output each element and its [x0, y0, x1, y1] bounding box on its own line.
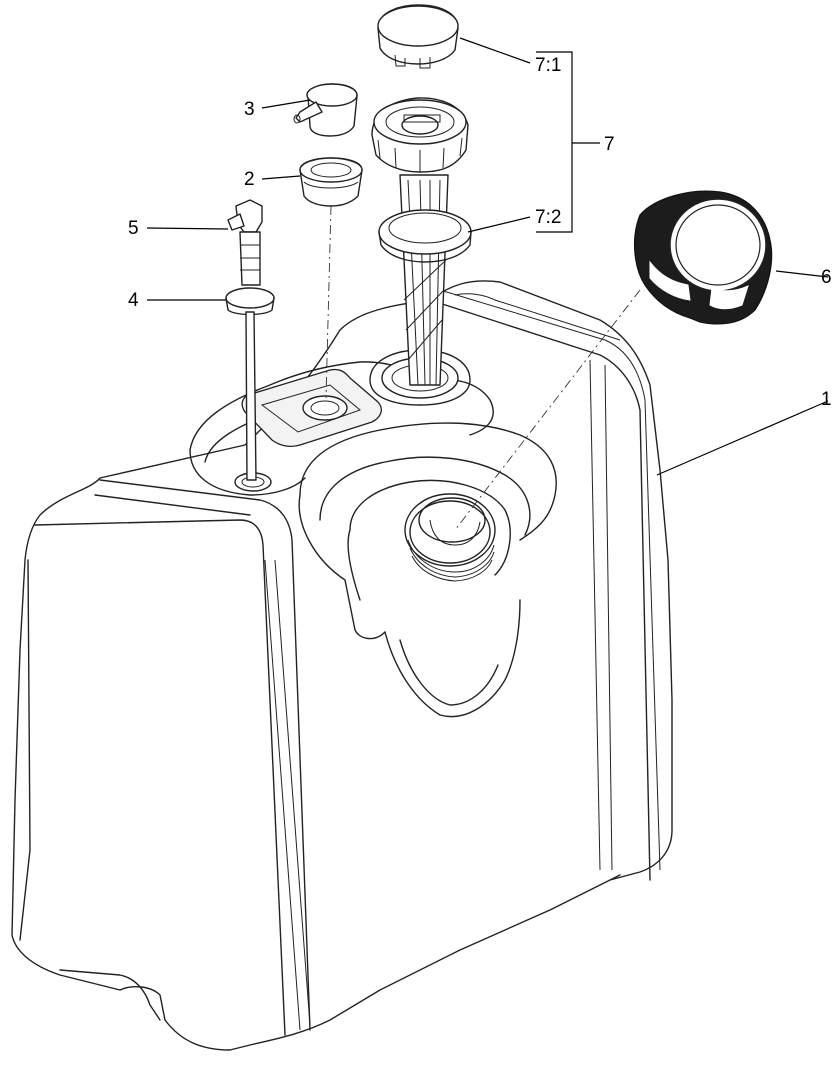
callout-6: 6 [821, 267, 832, 288]
callout-7-2: 7:2 [535, 207, 561, 228]
leader-lines [146, 37, 829, 476]
callout-7-1: 7:1 [535, 55, 561, 76]
vent-valve [293, 83, 358, 137]
pickup-tube-assembly [378, 174, 472, 386]
callout-5: 5 [128, 218, 139, 239]
level-sender [225, 199, 275, 481]
callout-7: 7 [604, 134, 615, 155]
sender-cover [377, 4, 459, 69]
callout-labels: 1 2 3 4 5 6 7 7:1 7:2 [128, 55, 832, 410]
grommet [299, 157, 363, 207]
callout-4: 4 [128, 290, 139, 311]
alignment-lines [325, 205, 641, 531]
sender-head [371, 97, 469, 173]
callout-3: 3 [244, 99, 255, 120]
callout-1: 1 [821, 389, 832, 410]
callout-2: 2 [244, 169, 255, 190]
fuel-tank [11, 280, 673, 1051]
fuel-cap [634, 190, 773, 325]
